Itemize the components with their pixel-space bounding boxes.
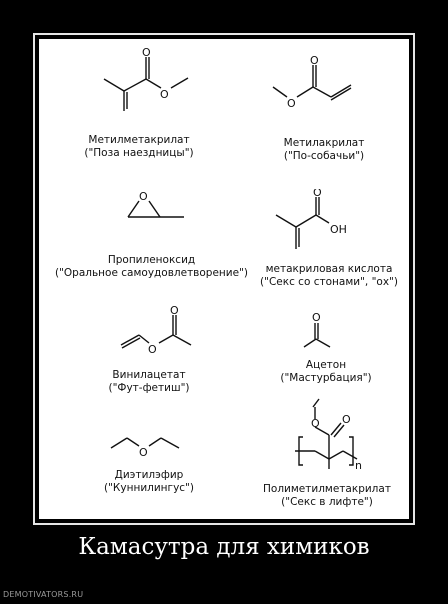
molecule-methyl-methacrylate: O O	[94, 47, 244, 117]
molecule-name: Винилацетат	[112, 369, 186, 381]
molecule-name: Метилметакрилат	[88, 134, 190, 146]
molecule-vinyl-acetate: O O	[119, 305, 229, 365]
atom-o: O	[148, 343, 157, 356]
caption-diethyl-ether: Диэтилэфир ("Куннилингус")	[89, 469, 209, 495]
molecule-name: Полиметилметакрилат	[263, 483, 391, 495]
atom-o: O	[313, 189, 322, 199]
molecule-name: Диэтилэфир	[114, 469, 184, 481]
molecule-methacrylic-acid: O OH	[274, 189, 394, 259]
atom-o: O	[342, 413, 351, 426]
molecule-name: Ацетон	[305, 359, 347, 371]
poster-panel: O O Метилметакрилат ("Поза наездницы") O…	[39, 39, 409, 519]
caption-acetone: Ацетон ("Мастурбация")	[261, 359, 391, 385]
poster-frame	[33, 33, 415, 525]
structure-acetone: O	[303, 311, 331, 348]
atom-o: O	[312, 311, 321, 324]
molecule-nickname: ("Поза наездницы")	[84, 147, 194, 159]
molecule-propylene-oxide: O	[124, 179, 214, 239]
structure-methyl-methacrylate: O O	[103, 47, 189, 111]
atom-o: O	[170, 305, 179, 317]
site-watermark: DEMOTIVATORS.RU	[3, 590, 84, 599]
molecule-nickname: ("Секс в лифте")	[281, 496, 373, 508]
atom-o: O	[310, 55, 319, 67]
molecule-nickname: ("Секс со стонами", "ох")	[260, 276, 398, 288]
atom-o: O	[139, 446, 148, 459]
atom-o: O	[287, 97, 296, 110]
molecule-name: Пропиленоксид	[107, 254, 196, 266]
molecule-nickname: ("По-собачьи")	[283, 150, 365, 162]
poster-title: Камасутра для химиков	[78, 534, 370, 560]
caption-propylene-oxide: Пропиленоксид ("Оральное самоудовлетворе…	[49, 254, 254, 280]
atom-o: O	[142, 47, 151, 59]
molecule-nickname: ("Оральное самоудовлетворение")	[54, 267, 248, 279]
structure-propylene-oxide: O	[127, 190, 184, 218]
atom-oh: OH	[330, 223, 347, 236]
structure-diethyl-ether: O	[110, 437, 180, 459]
structure-methyl-acrylate: O O	[272, 55, 352, 110]
molecule-methyl-acrylate: O O	[271, 55, 401, 115]
structure-pmma: O O n	[295, 398, 362, 471]
caption-vinyl-acetate: Винилацетат ("Фут-фетиш")	[94, 369, 204, 395]
molecule-nickname: ("Фут-фетиш")	[108, 382, 190, 394]
polymer-index: n	[355, 459, 362, 471]
molecule-nickname: ("Мастурбация")	[280, 372, 372, 384]
structure-methacrylic-acid: O OH	[275, 189, 347, 249]
molecule-diethyl-ether: O	[109, 424, 219, 464]
molecule-nickname: ("Куннилингус")	[104, 482, 194, 494]
caption-methyl-methacrylate: Метилметакрилат ("Поза наездницы")	[69, 134, 209, 160]
atom-o: O	[160, 88, 169, 101]
molecule-name: метакриловая кислота	[265, 263, 393, 275]
atom-o: O	[311, 417, 320, 430]
atom-o: O	[139, 190, 148, 203]
caption-methacrylic-acid: метакриловая кислота ("Секс со стонами",…	[254, 263, 404, 289]
caption-methyl-acrylate: Метилакрилат ("По-собачьи")	[264, 137, 384, 163]
caption-pmma: Полиметилметакрилат ("Секс в лифте")	[257, 483, 397, 509]
structure-vinyl-acetate: O O	[120, 305, 192, 356]
molecule-name: Метилакрилат	[283, 137, 365, 149]
molecule-acetone: O	[301, 309, 371, 349]
molecule-pmma: O O n	[289, 379, 389, 471]
